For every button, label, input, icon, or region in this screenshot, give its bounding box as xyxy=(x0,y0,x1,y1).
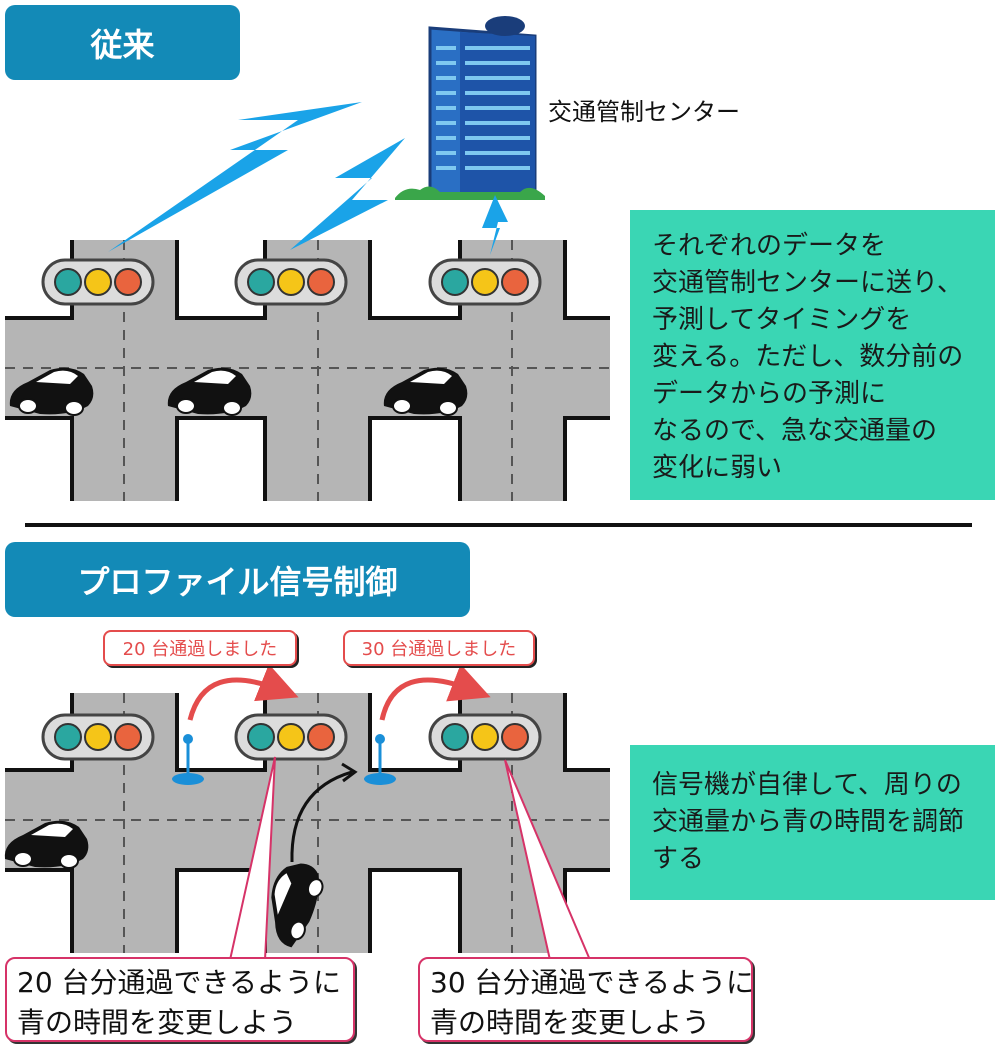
curved-arrow-icon xyxy=(187,664,299,721)
passed-count-tag-30: 30 台通過しました xyxy=(343,630,535,666)
traffic-signal-icon xyxy=(234,713,348,761)
car-path-arrow xyxy=(290,770,353,863)
speech-bubble-left: 20 台分通過できるように 青の時間を変更しよう xyxy=(5,957,355,1042)
traffic-signal-icon xyxy=(234,258,348,306)
traffic-signal-icon xyxy=(41,713,155,761)
top-road xyxy=(5,240,610,501)
building-icon xyxy=(395,16,545,200)
lightning-icon xyxy=(482,195,508,255)
passed-count-tag-20: 20 台通過しました xyxy=(103,630,297,666)
traffic-signal-icon xyxy=(428,258,542,306)
lightning-icon xyxy=(108,102,362,252)
section-title-profile: プロファイル信号制御 xyxy=(5,542,470,617)
traffic-signal-icon xyxy=(41,258,155,306)
section-title-conventional: 従来 xyxy=(5,5,240,80)
lightning-icon xyxy=(290,138,405,250)
traffic-control-center-label: 交通管制センター xyxy=(548,98,740,126)
curved-arrow-icon xyxy=(379,664,491,721)
profile-note: 信号機が自律して、周りの 交通量から青の時間を調節 する xyxy=(630,745,995,900)
speech-bubble-right: 30 台分通過できるように 青の時間を変更しよう xyxy=(418,957,754,1042)
traffic-signal-icon xyxy=(428,713,542,761)
conventional-note: それぞれのデータを 交通管制センターに送り、 予測してタイミングを 変える。ただ… xyxy=(630,210,995,500)
